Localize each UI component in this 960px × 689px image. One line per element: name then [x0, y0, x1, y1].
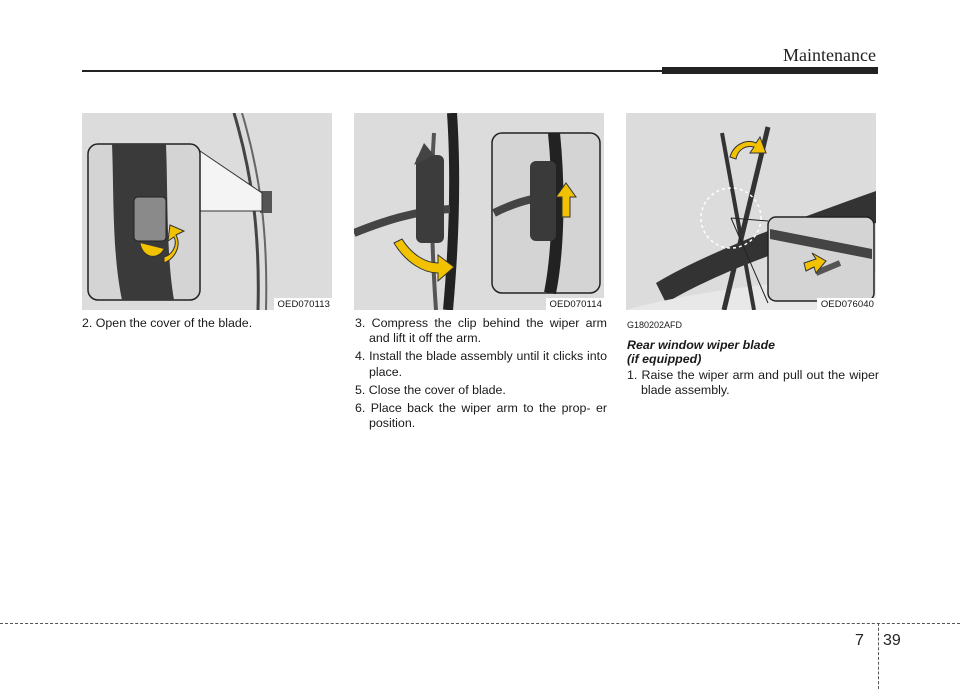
wiper-blade-clip-release-illustration [354, 113, 604, 310]
wiper-blade-cover-open-illustration [82, 113, 332, 310]
subheading-line: (if equipped) [627, 352, 702, 367]
step-text: 4. Install the blade assembly until it c… [355, 349, 607, 379]
column-right: G180202AFD Rear window wiper blade (if e… [627, 314, 879, 402]
step-text: 6. Place back the wiper arm to the prop-… [355, 401, 607, 431]
footer-rule [0, 623, 960, 624]
step-text: 2. Open the cover of the blade. [82, 316, 253, 330]
header-rule-thin [82, 70, 662, 72]
column-left: 2. Open the cover of the blade. [82, 316, 334, 334]
chapter-number: 7 [855, 632, 864, 649]
subheading-line: Rear window wiper blade [627, 338, 776, 353]
footer-divider [878, 623, 879, 689]
figure-code: OED070113 [273, 298, 332, 310]
section-title: Maintenance [783, 45, 876, 65]
rear-wiper-illustration [626, 113, 876, 310]
figure-clip-release: OED070114 [354, 113, 604, 310]
page-number: 39 [883, 632, 901, 649]
figure-blade-cover: OED070113 [82, 113, 332, 310]
section-code: G180202AFD [627, 320, 683, 330]
step-text: 5. Close the cover of blade. [355, 382, 506, 397]
subheading: Rear window wiper blade (if equipped) [627, 338, 879, 366]
step-text: 1. Raise the wiper arm and pull out the … [627, 368, 879, 398]
step-text: 3. Compress the clip behind the wiper ar… [355, 316, 607, 346]
figure-rear-wiper: OED076040 [626, 113, 876, 310]
figure-code: OED076040 [816, 298, 876, 310]
header-rule-thick [662, 67, 878, 74]
column-middle: 3. Compress the clip behind the wiper ar… [355, 316, 607, 434]
figure-code: OED070114 [545, 298, 604, 310]
